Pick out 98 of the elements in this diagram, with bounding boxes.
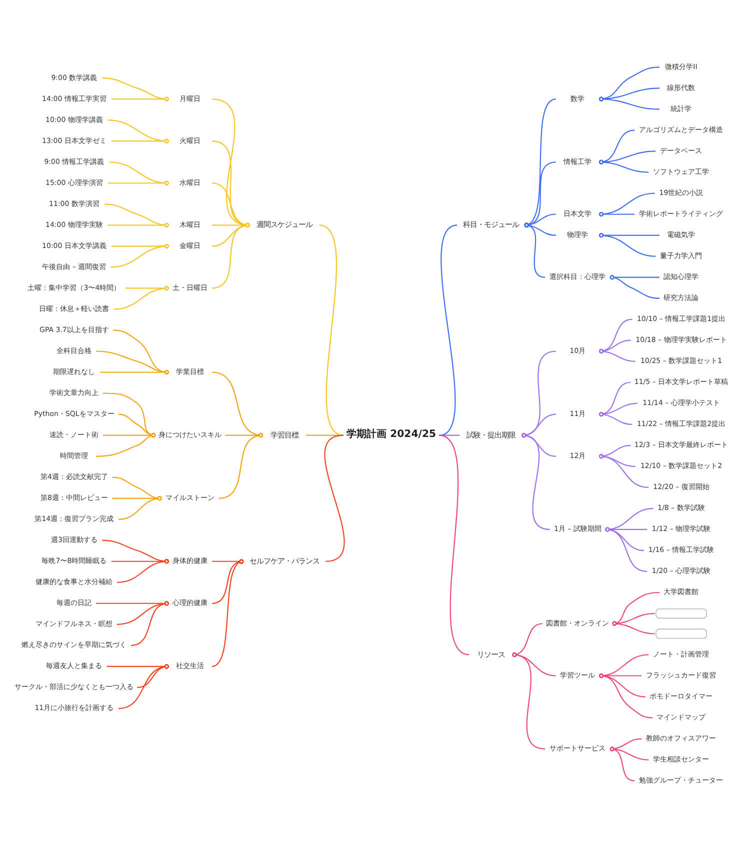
connector [598,349,636,362]
connector [100,370,169,374]
connector [438,224,458,436]
connector [598,674,646,698]
connector [524,162,556,228]
connector [605,527,648,572]
connector [610,738,642,752]
connector [109,162,169,186]
connector [108,222,169,228]
connector [612,621,655,634]
connector [118,664,169,709]
connector [112,138,169,144]
connector [137,664,169,688]
connector [610,275,660,299]
connector [212,372,264,438]
node-text: 学期計画 2024/25 [346,429,436,440]
connector [598,454,649,488]
connector [598,160,649,173]
connector [212,559,244,604]
connector [439,434,470,656]
connector [524,223,546,278]
connector [598,444,631,458]
connector [522,433,550,530]
connector [598,233,656,257]
connector [96,350,169,374]
connector [112,559,169,564]
node-box [656,628,707,639]
connector [598,412,632,425]
connector [108,180,169,186]
connector [598,674,652,718]
connector [110,244,169,268]
connector [112,96,169,102]
connector [218,433,264,499]
connector [612,592,660,626]
connector [598,150,656,164]
connector [306,434,344,436]
connector [612,612,655,626]
connector [598,96,660,110]
connector [116,601,169,625]
connector [108,120,169,144]
connector [212,222,250,228]
connector [126,286,169,290]
connector [118,496,162,520]
connector [598,192,655,216]
connector [103,392,156,438]
connector [598,88,660,102]
connector [102,540,169,564]
connector [104,204,169,228]
connector [512,652,546,750]
connector [605,527,647,532]
connector [439,434,460,436]
connector [522,350,556,438]
connector [212,559,244,564]
connector [598,674,642,678]
connector [598,402,638,416]
connector [598,454,636,467]
connector [102,78,169,102]
connector [598,130,635,164]
connector [112,244,169,248]
connector [598,318,632,354]
connector [524,98,556,228]
connector [605,508,654,532]
connector [112,496,162,501]
connector [324,434,345,562]
connector [212,182,250,228]
connector [130,601,169,646]
connector [598,340,631,354]
connector [610,275,660,280]
connector [112,476,162,500]
connector [225,433,264,438]
connector [598,382,631,416]
connector [212,223,250,247]
connector [522,433,556,457]
connector [512,652,556,676]
connector [212,223,250,289]
connector [103,433,156,438]
connector [116,559,169,583]
connector [113,330,169,374]
connector [96,433,156,457]
connector [118,414,156,438]
connector [212,140,250,228]
connector [512,623,543,657]
connector [524,223,556,236]
connector [598,66,660,102]
connector [522,414,556,438]
connector [106,664,169,669]
connector [96,601,169,606]
connector [212,98,250,228]
connector [212,560,244,667]
connector [598,212,635,217]
connector [114,286,169,310]
connector [610,746,649,760]
connector [598,233,660,238]
connector [605,527,644,551]
connector [598,654,649,678]
connector [524,214,556,228]
node-box [656,608,707,619]
connector [610,746,635,782]
